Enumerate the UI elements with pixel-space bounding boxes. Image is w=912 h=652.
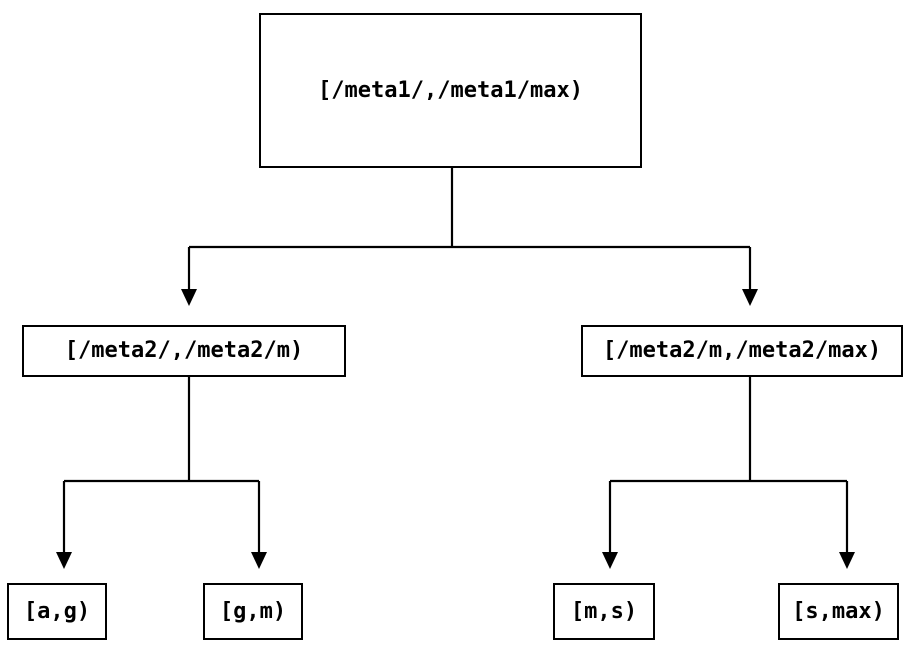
arrowhead-icon <box>251 552 267 569</box>
tree-node-label: [/meta2/m,/meta2/max) <box>602 338 882 363</box>
tree-leaf-a-g: [a,g) <box>7 583 107 640</box>
tree-node-label: [s,max) <box>792 598 885 624</box>
arrowhead-icon <box>742 289 758 306</box>
tree-leaf-g-m: [g,m) <box>203 583 303 640</box>
tree-node-label: [/meta1/,/meta1/max) <box>318 77 583 103</box>
tree-node-meta2-lower: [/meta2/,/meta2/m) <box>22 325 346 377</box>
tree-leaf-s-max: [s,max) <box>778 583 899 640</box>
arrowhead-icon <box>56 552 72 569</box>
tree-node-root: [/meta1/,/meta1/max) <box>259 13 642 168</box>
tree-node-label: [g,m) <box>219 598 287 624</box>
tree-node-label: [m,s) <box>570 598 638 624</box>
tree-node-meta2-upper: [/meta2/m,/meta2/max) <box>581 325 903 377</box>
arrowhead-icon <box>181 289 197 306</box>
tree-node-label: [/meta2/,/meta2/m) <box>64 338 304 363</box>
tree-node-label: [a,g) <box>23 598 91 624</box>
arrowhead-icon <box>602 552 618 569</box>
arrowhead-icon <box>839 552 855 569</box>
tree-leaf-m-s: [m,s) <box>553 583 655 640</box>
